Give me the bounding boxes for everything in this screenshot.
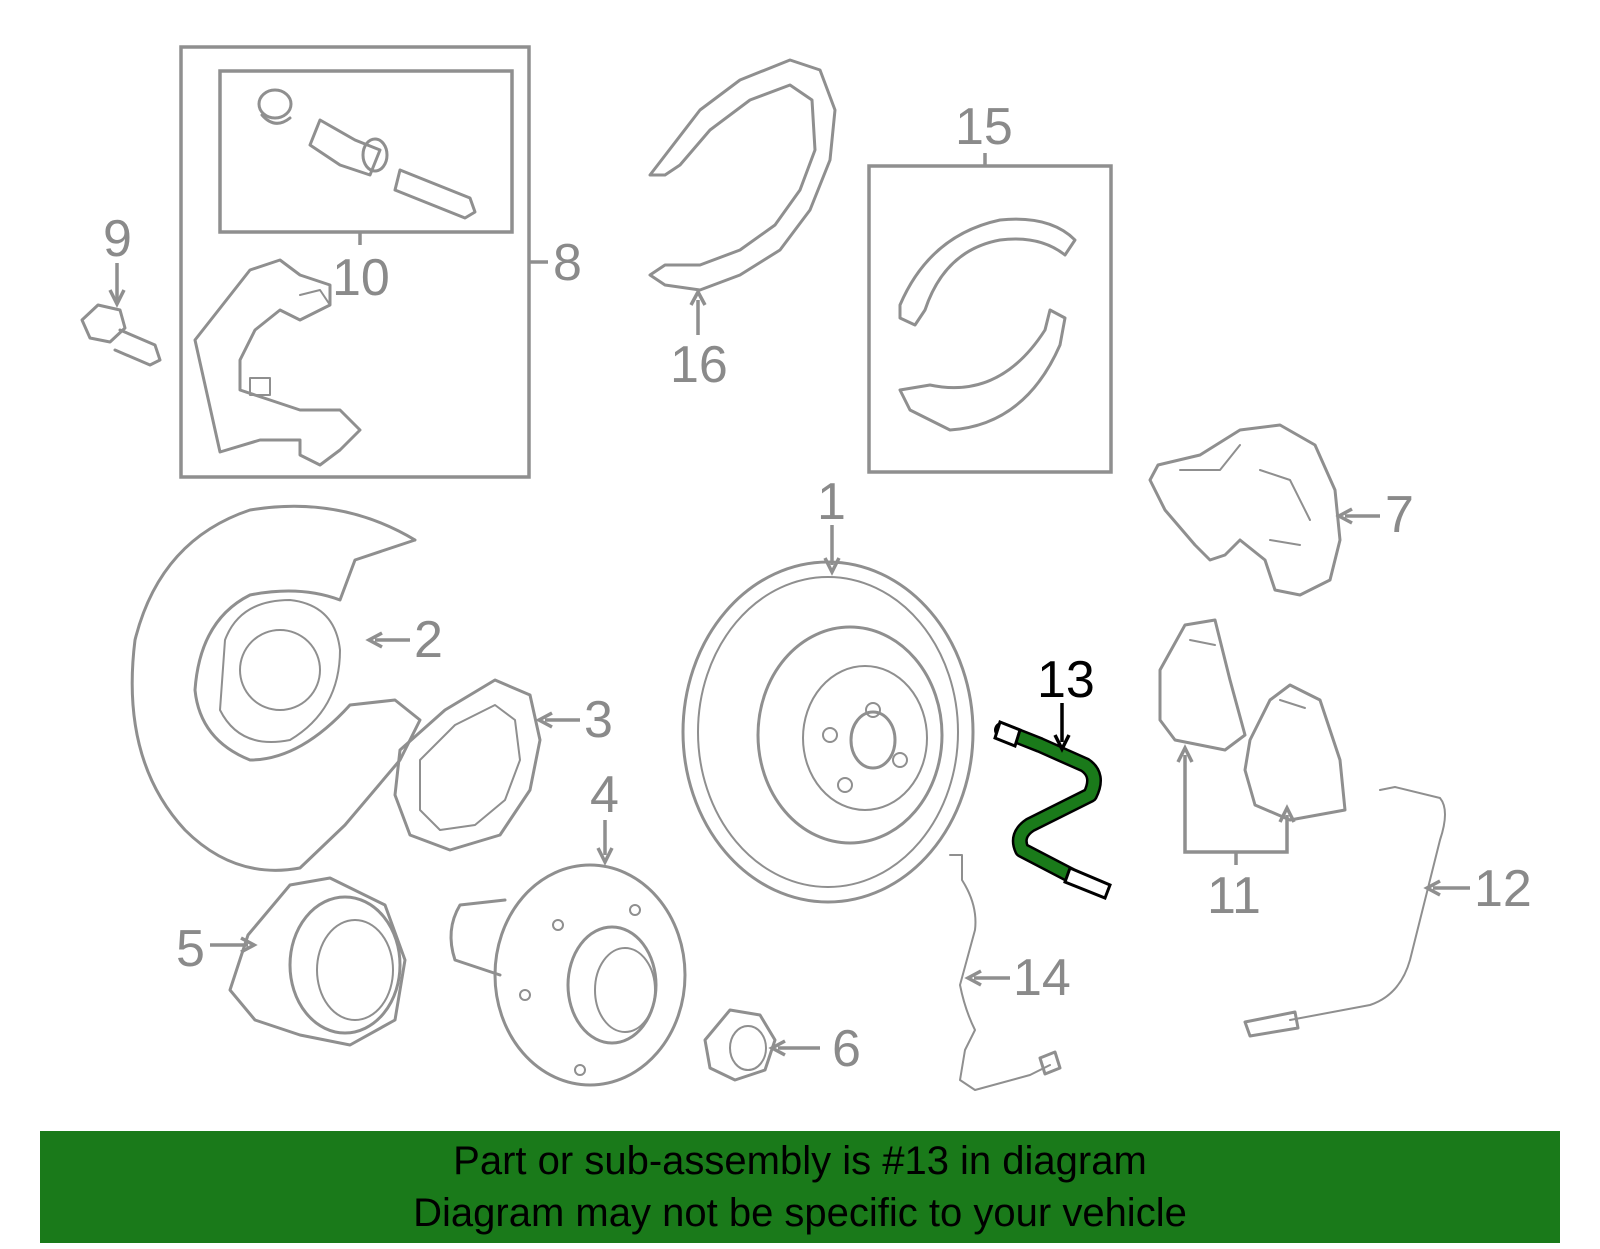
callout-13: 13 [1037,651,1095,709]
part-16-parking-brake-shield[interactable] [648,58,837,335]
part-3-gasket[interactable] [393,678,580,852]
callout-3: 3 [584,691,613,749]
callout-11: 11 [1207,867,1261,925]
part-8-caliper-carrier-kit[interactable] [179,45,548,479]
part-5-wheel-bearing[interactable] [210,876,407,1047]
banner-line-2: Diagram may not be specific to your vehi… [413,1191,1187,1235]
part-4-wheel-hub[interactable] [449,820,687,1087]
callout-5: 5 [176,920,205,978]
callout-7: 7 [1385,486,1414,544]
callout-12: 12 [1474,860,1532,918]
part-7-brake-caliper[interactable] [1148,423,1380,597]
part-14-abs-sensor[interactable] [949,854,1062,1091]
part-10-guide-pin-kit[interactable] [218,69,514,245]
banner-line-1: Part or sub-assembly is #13 in diagram [453,1139,1147,1183]
callout-2: 2 [414,611,443,669]
part-13-brake-hose[interactable] [993,703,1112,900]
callout-1: 1 [817,473,846,531]
info-banner: Part or sub-assembly is #13 in diagram D… [40,1131,1560,1243]
callout-9: 9 [103,210,132,268]
part-2-dust-shield[interactable] [130,504,422,872]
callout-6: 6 [832,1020,861,1078]
part-9-bolt[interactable] [80,263,162,367]
part-6-axle-nut[interactable] [703,1008,820,1082]
callout-16: 16 [670,336,728,394]
part-1-brake-rotor[interactable] [681,525,975,904]
callout-4: 4 [590,766,619,824]
callout-10: 10 [332,249,390,307]
part-15-parking-brake-shoes[interactable] [867,153,1113,474]
callout-14: 14 [1013,949,1071,1007]
part-11-brake-pads[interactable] [1158,618,1347,865]
callout-8: 8 [553,234,582,292]
part-12-wear-sensor[interactable] [1243,786,1470,1038]
callout-15: 15 [955,98,1013,156]
